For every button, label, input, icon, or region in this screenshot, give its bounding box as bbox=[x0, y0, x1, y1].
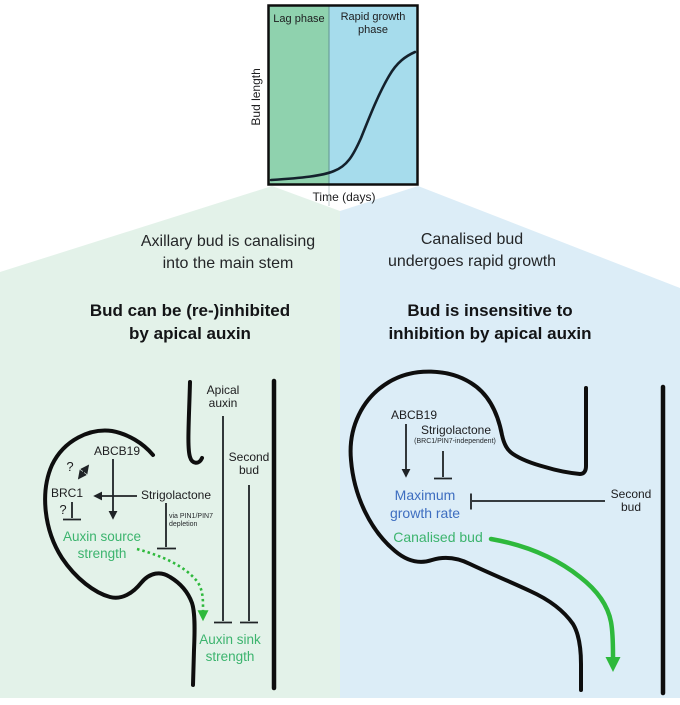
canalisation-dotted-arrow bbox=[136, 547, 209, 622]
right-bud-outline bbox=[348, 369, 588, 692]
right-panel-heading: Canalised bud undergoes rapid growth bbox=[387, 231, 557, 270]
left-auxin-source-label: Auxin source strength bbox=[62, 529, 142, 561]
left-strigolactone-label: Strigolactone bbox=[140, 488, 212, 502]
chart-rapid-region bbox=[329, 6, 417, 184]
strigolactone-canalisation-inhibition-line bbox=[157, 503, 176, 550]
left-brc1-label: BRC1 bbox=[50, 486, 83, 500]
left-auxin-sink-label: Auxin sink strength bbox=[199, 632, 261, 664]
right-strigolactone-note: (BRC1/PIN7-independent) bbox=[414, 438, 496, 445]
growth-curve bbox=[269, 50, 417, 182]
left-panel-statement: Bud can be (re-)inhibited by apical auxi… bbox=[89, 301, 291, 343]
strigolactone-growth-inhibition-line bbox=[434, 451, 452, 480]
left-question-mark-2: ? bbox=[59, 502, 67, 517]
second-bud-growth-inhibition-line bbox=[470, 493, 605, 510]
left-second-bud-label: Second bud bbox=[228, 450, 270, 477]
chart-rapid-phase-label: Rapid growth phase bbox=[340, 11, 406, 36]
right-maximum-growth-label: Maximum growth rate bbox=[389, 487, 461, 521]
right-strigolactone-label: Strigolactone bbox=[420, 423, 492, 437]
left-panel-heading: Axillary bud is canalising into the main… bbox=[140, 233, 316, 272]
right-panel-statement: Bud is insensitive to inhibition by apic… bbox=[388, 301, 592, 343]
right-second-bud-label: Second bud bbox=[610, 487, 652, 514]
left-panel-shape bbox=[0, 186, 340, 698]
left-question-mark-1: ? bbox=[66, 459, 74, 474]
left-bud-outline bbox=[43, 428, 197, 687]
chart-x-axis-label: Time (days) bbox=[312, 190, 376, 204]
left-apical-auxin-label: Apical auxin bbox=[206, 383, 240, 410]
brc1-abcb19-double-arrow bbox=[77, 464, 90, 480]
chart-y-axis-label: Bud length bbox=[249, 68, 264, 126]
second-bud-inhibition-line-left bbox=[240, 485, 258, 624]
chart-frame bbox=[267, 4, 419, 186]
brc1-inhibition-line bbox=[63, 502, 81, 521]
left-abcb19-label: ABCB19 bbox=[93, 444, 141, 458]
right-abcb19-label: ABCB19 bbox=[390, 408, 438, 422]
apical-auxin-inhibition-line bbox=[214, 416, 232, 624]
left-via-pin-note: via PIN1/PIN7 depletion bbox=[169, 513, 213, 528]
chart-lag-phase-label: Lag phase bbox=[273, 13, 325, 25]
right-canalised-bud-label: Canalised bud bbox=[393, 529, 483, 545]
chart-lag-region bbox=[269, 6, 329, 184]
left-stem-notch-outline bbox=[186, 380, 204, 465]
right-panel-shape bbox=[340, 186, 680, 698]
canalised-bud-arrow bbox=[488, 536, 621, 672]
